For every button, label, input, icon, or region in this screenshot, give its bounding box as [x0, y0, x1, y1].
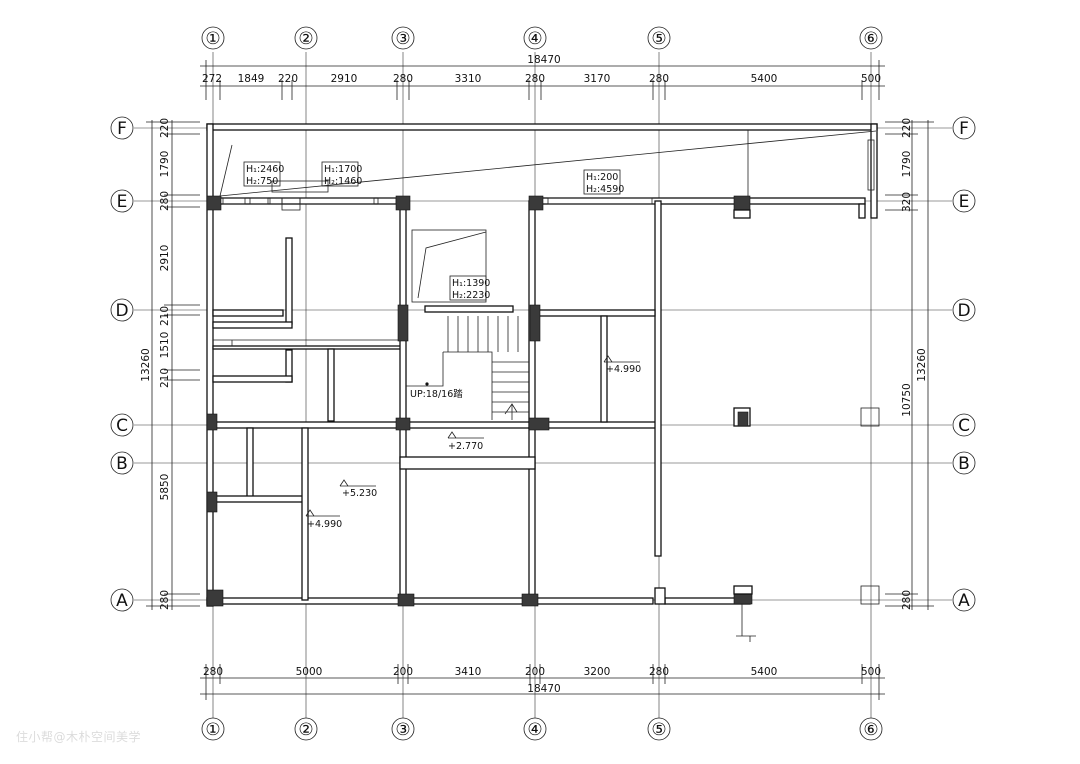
grid-label-row-c-left: C — [116, 416, 128, 436]
right-dimension-chain: 220 1790 320 280 10750 13260 — [885, 118, 934, 610]
dim-top-seg-9: 280 — [649, 73, 669, 85]
dim-top-seg-5: 280 — [393, 73, 413, 85]
dim-left-seg-7: 210 — [159, 368, 171, 388]
grid-label-row-e-right: E — [959, 192, 970, 212]
dim-right-inner-total: 10750 — [901, 383, 913, 416]
dim-left-seg-1: 220 — [159, 118, 171, 138]
dim-top-seg-8: 3170 — [584, 73, 611, 85]
level-mark-3: +5.230 — [342, 488, 377, 499]
grid-label-row-d-left: D — [115, 301, 128, 321]
watermark: 住小帮@木朴空间美学 — [16, 730, 142, 744]
level-mark-2: +2.770 — [448, 441, 483, 452]
grid-label-row-e-left: E — [117, 192, 128, 212]
window-tag-4-h1: H₁:1390 — [452, 278, 490, 289]
bottom-dimension-chain: 280 5000 200 3410 200 3200 280 5400 500 … — [200, 664, 885, 700]
grid-bubbles-bottom: ① ② ③ ④ ⑤ ⑥ — [201, 717, 883, 741]
dim-left-seg-2: 1790 — [159, 151, 171, 178]
dim-right-seg-1: 220 — [901, 118, 913, 138]
level-mark-1: +4.990 — [606, 364, 641, 375]
grid-label-row-a-right: A — [958, 591, 970, 611]
dim-top-seg-4: 2910 — [331, 73, 358, 85]
dim-top-seg-3: 220 — [278, 73, 298, 85]
grid-label-col-2-top: ② — [298, 29, 313, 49]
window-openings — [222, 180, 653, 303]
grid-label-row-b-right: B — [958, 454, 970, 474]
dim-left-seg-8: 5850 — [159, 474, 171, 501]
dim-bottom-total: 18470 — [527, 683, 560, 695]
dim-left-seg-6: 1510 — [159, 332, 171, 359]
grid-label-row-a-left: A — [116, 591, 128, 611]
window-tag-4-h2: H₂:2230 — [452, 290, 490, 301]
walls — [206, 123, 878, 607]
level-marks: +4.990 +2.770 +5.230 +4.990 — [305, 355, 641, 530]
dim-right-seg-4: 280 — [901, 590, 913, 610]
left-dimension-chain: 220 1790 280 2910 210 1510 210 5850 280 … — [140, 118, 200, 610]
grid-label-col-6-bottom: ⑥ — [863, 720, 878, 740]
dim-bottom-seg-5: 200 — [525, 666, 545, 678]
window-tag-2-h1: H₁:1700 — [324, 164, 362, 175]
top-dimension-chain: 18470 272 1849 220 2910 280 3310 280 317… — [200, 54, 885, 100]
grid-bubbles-right: F E D C B A — [952, 116, 976, 612]
grid-label-row-c-right: C — [958, 416, 970, 436]
grid-label-row-f-right: F — [959, 119, 969, 139]
dim-left-total: 13260 — [140, 348, 152, 381]
grid-label-row-f-left: F — [117, 119, 127, 139]
dim-top-seg-10: 5400 — [751, 73, 778, 85]
dim-bottom-seg-4: 3410 — [455, 666, 482, 678]
dim-bottom-seg-7: 280 — [649, 666, 669, 678]
dim-top-seg-6: 3310 — [455, 73, 482, 85]
dim-left-seg-3: 280 — [159, 191, 171, 211]
grid-axis-lines — [134, 52, 952, 718]
dim-bottom-seg-1: 280 — [203, 666, 223, 678]
dim-left-seg-5: 210 — [159, 306, 171, 326]
dim-right-seg-3: 320 — [901, 192, 913, 212]
window-tag-1-h1: H₁:2460 — [246, 164, 284, 175]
stair-direction-label: UP:18/16踏 — [410, 388, 463, 400]
dim-bottom-seg-9: 500 — [861, 666, 881, 678]
dim-left-seg-9: 280 — [159, 590, 171, 610]
grid-bubbles-top: ① ② ③ ④ ⑤ ⑥ — [201, 26, 883, 50]
grid-label-row-d-right: D — [957, 301, 970, 321]
dim-top-total: 18470 — [527, 54, 560, 66]
window-tag-3-h1: H₁:200 — [586, 172, 618, 183]
dim-bottom-seg-2: 5000 — [296, 666, 323, 678]
grid-label-col-4-bottom: ④ — [527, 720, 542, 740]
dim-bottom-seg-3: 200 — [393, 666, 413, 678]
dim-bottom-seg-6: 3200 — [584, 666, 611, 678]
window-tag-3-h2: H₂:4590 — [586, 184, 624, 195]
dim-top-seg-7: 280 — [525, 73, 545, 85]
grid-label-col-1-bottom: ① — [205, 720, 220, 740]
grid-label-col-3-bottom: ③ — [395, 720, 410, 740]
grid-label-col-2-bottom: ② — [298, 720, 313, 740]
grid-label-col-3-top: ③ — [395, 29, 410, 49]
grid-label-col-5-top: ⑤ — [651, 29, 666, 49]
dim-bottom-seg-8: 5400 — [751, 666, 778, 678]
grid-bubbles-left: F E D C B A — [110, 116, 134, 612]
window-tag-1-h2: H₂:750 — [246, 176, 278, 187]
dim-top-seg-2: 1849 — [238, 73, 265, 85]
grid-label-col-1-top: ① — [205, 29, 220, 49]
dim-left-seg-4: 2910 — [159, 245, 171, 272]
window-tag-2-h2: H₂:1460 — [324, 176, 362, 187]
staircase: UP:18/16踏 — [406, 316, 529, 420]
level-mark-4: +4.990 — [307, 519, 342, 530]
dim-top-seg-1: 272 — [202, 73, 222, 85]
grid-label-row-b-left: B — [116, 454, 128, 474]
dim-right-outer-total: 13260 — [916, 348, 928, 381]
grid-label-col-5-bottom: ⑤ — [651, 720, 666, 740]
grid-label-col-4-top: ④ — [527, 29, 542, 49]
dim-top-seg-11: 500 — [861, 73, 881, 85]
structural-columns — [206, 195, 880, 642]
dim-right-seg-2: 1790 — [901, 151, 913, 178]
grid-label-col-6-top: ⑥ — [863, 29, 878, 49]
window-tags: H₁:2460 H₂:750 H₁:1700 H₂:1460 H₁:200 H₂… — [243, 161, 624, 301]
